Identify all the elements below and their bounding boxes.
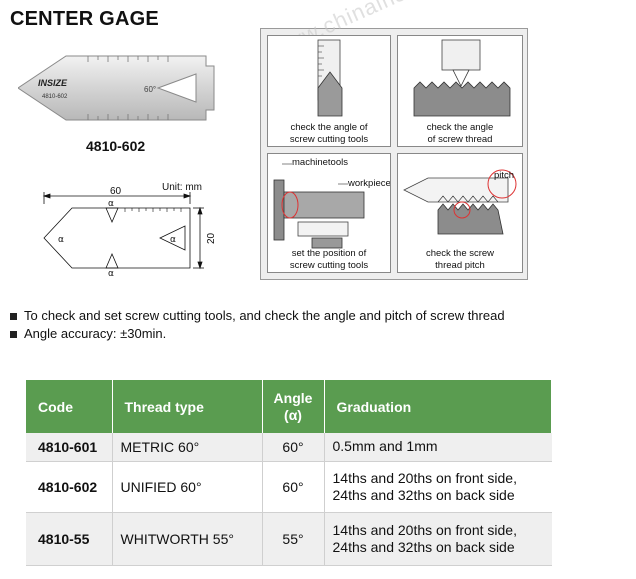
label-pitch: pitch (494, 170, 515, 181)
diagram-cell-thread-pitch: pitch check the screw thread pitch (397, 153, 523, 273)
header-angle: Angle (α) (261, 380, 325, 433)
cell-code: 4810-602 (26, 461, 112, 513)
table-row: 4810-55 WHITWORTH 55° 55° 14ths and 20th… (26, 512, 552, 566)
feature-item: Angle accuracy: ±30min. (8, 326, 568, 342)
brand-logo: INSIZE (38, 78, 68, 88)
angle-symbol-top: α (108, 199, 114, 209)
caption-tool-position-2: screw cutting tools (289, 260, 369, 271)
caption-thread-angle-2: of screw thread (427, 134, 493, 145)
feature-list: To check and set screw cutting tools, an… (8, 308, 568, 344)
header-code: Code (26, 380, 113, 433)
caption-thread-pitch-2: thread pitch (435, 260, 485, 271)
diagram-cell-tool-position: machinetools workpiece set the position … (267, 153, 391, 273)
table-row: 4810-601 METRIC 60° 60° 0.5mm and 1mm (26, 433, 552, 462)
angle-symbol-bottom: α (108, 269, 114, 276)
angle-mark: 60° (144, 85, 156, 94)
feature-item: To check and set screw cutting tools, an… (8, 308, 568, 324)
cell-code: 4810-55 (26, 512, 112, 566)
center-gage-photo: INSIZE 4810-602 60° (18, 55, 215, 121)
cell-thread-type: METRIC 60° (111, 433, 262, 462)
graduation-line: 24ths and 32ths on back side (332, 538, 515, 555)
table-header-row: Code Thread type Angle (α) Graduation (26, 380, 552, 433)
model-code: 4810-602 (86, 138, 146, 154)
graduation-line: 14ths and 20ths on front side, (332, 521, 517, 538)
feature-text: Angle accuracy: ±30min. (24, 326, 167, 341)
cell-angle: 55° (261, 512, 324, 566)
header-angle-line1: Angle (273, 389, 313, 406)
table-row: 4810-602 UNIFIED 60° 60° 14ths and 20ths… (26, 461, 552, 513)
caption-thread-angle-1: check the angle (426, 122, 494, 133)
cell-code: 4810-601 (26, 433, 112, 462)
feature-text: To check and set screw cutting tools, an… (24, 308, 505, 323)
cell-angle: 60° (261, 433, 324, 462)
cell-graduation: 0.5mm and 1mm (323, 433, 552, 462)
header-angle-line2: (α) (284, 406, 302, 423)
bullet-square-icon (10, 331, 17, 338)
label-workpiece: workpiece (348, 178, 391, 189)
diagram-cell-thread-angle: check the angle of screw thread (397, 35, 523, 147)
cell-graduation: 14ths and 20ths on front side, 24ths and… (323, 461, 552, 513)
dimension-drawing: 60 20 α α α α (42, 186, 217, 276)
engraved-code: 4810-602 (42, 94, 68, 100)
graduation-line: 14ths and 20ths on front side, (332, 469, 517, 486)
height-dimension: 20 (206, 232, 217, 244)
cell-graduation: 14ths and 20ths on front side, 24ths and… (323, 512, 552, 566)
thread-pitch-illustration (403, 169, 517, 235)
graduation-line: 24ths and 32ths on back side (332, 486, 515, 503)
thread-angle-illustration (413, 39, 511, 117)
header-graduation: Graduation (323, 380, 552, 433)
spec-table: Code Thread type Angle (α) Graduation 48… (26, 380, 552, 566)
page-title: CENTER GAGE (10, 8, 159, 30)
tool-position-illustration (273, 163, 365, 249)
unit-label: Unit: mm (162, 182, 202, 193)
cell-angle: 60° (261, 461, 324, 513)
caption-thread-pitch-1: check the screw (425, 248, 495, 259)
label-machinetools: machinetools (292, 157, 348, 168)
angle-symbol-notch: α (170, 235, 176, 245)
bullet-square-icon (10, 313, 17, 320)
length-dimension: 60 (110, 186, 122, 197)
header-thread-type: Thread type (111, 380, 263, 433)
cell-thread-type: WHITWORTH 55° (111, 512, 262, 566)
caption-tool-angle-1: check the angle of (290, 122, 368, 133)
usage-diagram-panel: www.chinainsize.company.com check the an… (260, 0, 578, 280)
graduation-line: 0.5mm and 1mm (332, 438, 438, 455)
cell-thread-type: UNIFIED 60° (111, 461, 262, 513)
caption-tool-position-1: set the position of (291, 248, 367, 259)
tool-angle-illustration (317, 39, 343, 117)
caption-tool-angle-2: screw cutting tools (289, 134, 369, 145)
diagram-cell-tool-angle: check the angle of screw cutting tools (267, 35, 391, 147)
angle-symbol-tip: α (58, 235, 64, 245)
